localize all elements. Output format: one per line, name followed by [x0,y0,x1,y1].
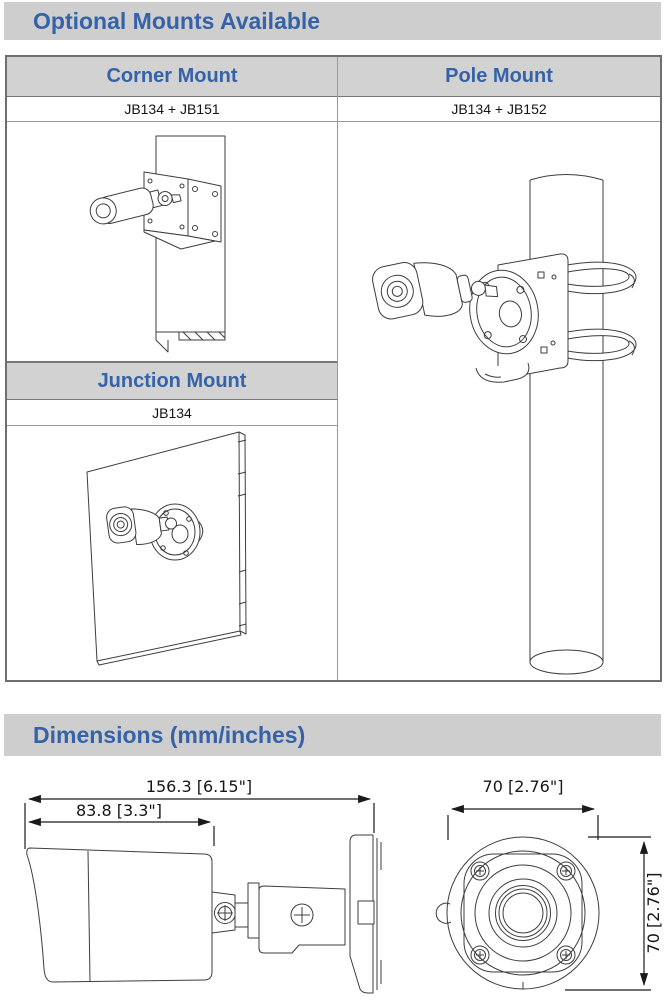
dimensions-section-title-bar: Dimensions (mm/inches) [4,714,661,756]
front-view-screws [470,861,576,965]
camera-front-view-drawing: 70 [2.76"] 70 [2.76"] [435,777,663,991]
corner-mount-title: Corner Mount [106,65,238,87]
pole-mount-model: JB134 + JB152 [338,97,660,122]
dimensions-section-title: Dimensions (mm/inches) [33,721,306,748]
mounts-section-title: Optional Mounts Available [33,7,321,34]
pole-mount-header: Pole Mount [338,57,660,97]
junction-mount-model: JB134 [7,400,337,426]
dim-front-height-label: 70 [2.76"] [644,873,663,954]
dim-overall-length-label: 156.3 [6.15"] [146,777,252,796]
junction-mount-model-text: JB134 [152,404,192,421]
camera-side-view-drawing: 156.3 [6.15"] 83.8 [3.3"] [24,777,382,994]
junction-mount-title: Junction Mount [97,369,247,392]
mounts-table-right-column: Pole Mount JB134 + JB152 [337,57,660,680]
mounts-table-left-column: Corner Mount JB134 + JB151 [7,57,337,680]
corner-mount-header: Corner Mount [7,57,337,97]
junction-mount-illustration [86,431,247,666]
corner-mount-illustration [89,135,226,353]
corner-mount-drawing [7,122,337,362]
junction-mount-header: Junction Mount [7,362,337,400]
pole-mount-drawing [338,122,660,680]
mounts-section-title-bar: Optional Mounts Available [4,2,661,40]
dim-front-width-label: 70 [2.76"] [483,777,564,796]
pole-mount-model-text: JB134 + JB152 [451,101,547,117]
junction-mount-drawing [7,426,337,680]
pole-mount-illustration [372,174,637,675]
corner-mount-model-text: JB134 + JB151 [124,101,220,117]
pole-mount-title: Pole Mount [445,65,553,87]
corner-mount-model: JB134 + JB151 [7,97,337,122]
dim-body-length-label: 83.8 [3.3"] [76,801,162,820]
mounts-table: Corner Mount JB134 + JB151 [5,55,662,682]
